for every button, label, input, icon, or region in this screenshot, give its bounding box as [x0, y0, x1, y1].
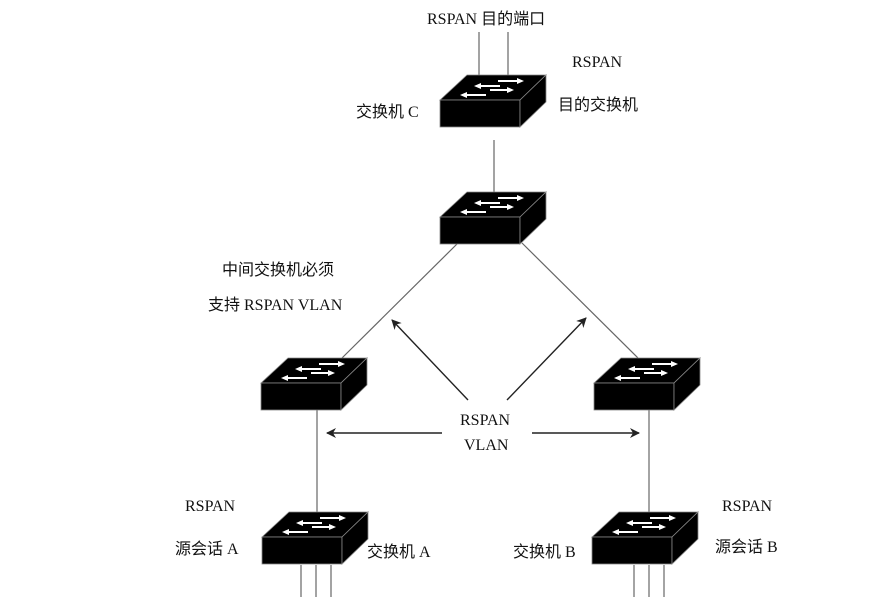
- switch-c-label: 交换机 C: [356, 104, 419, 121]
- switch-mid-left-icon: [260, 357, 368, 411]
- switch-a-label: 交换机 A: [367, 544, 431, 561]
- vlan-label-2: VLAN: [464, 437, 509, 454]
- vlan-arrow-up-right: [506, 317, 587, 401]
- switch-b-icon: [591, 511, 699, 565]
- source-a-label-2: 源会话 A: [175, 541, 239, 558]
- switch-mid-right-icon: [593, 357, 701, 411]
- switch-c-icon: [439, 74, 547, 128]
- source-b-label-1: RSPAN: [722, 498, 773, 515]
- source-b-label-2: 源会话 B: [715, 539, 778, 556]
- intermediate-label-2: 支持 RSPAN VLAN: [208, 297, 343, 314]
- dest-switch-label-1: RSPAN: [572, 54, 623, 71]
- intermediate-label-1: 中间交换机必须: [222, 262, 335, 279]
- switch-core-icon: [439, 191, 547, 245]
- link-core-left: [341, 242, 459, 359]
- dest-switch-label-2: 目的交换机: [558, 97, 639, 114]
- switch-b-label: 交换机 B: [513, 544, 576, 561]
- switch-a-icon: [261, 511, 369, 565]
- dest-port-label: RSPAN 目的端口: [427, 11, 546, 28]
- vlan-label-1: RSPAN: [460, 412, 511, 429]
- vlan-arrow-up-left: [391, 319, 469, 401]
- source-a-label-1: RSPAN: [185, 498, 236, 515]
- link-core-right: [521, 242, 639, 359]
